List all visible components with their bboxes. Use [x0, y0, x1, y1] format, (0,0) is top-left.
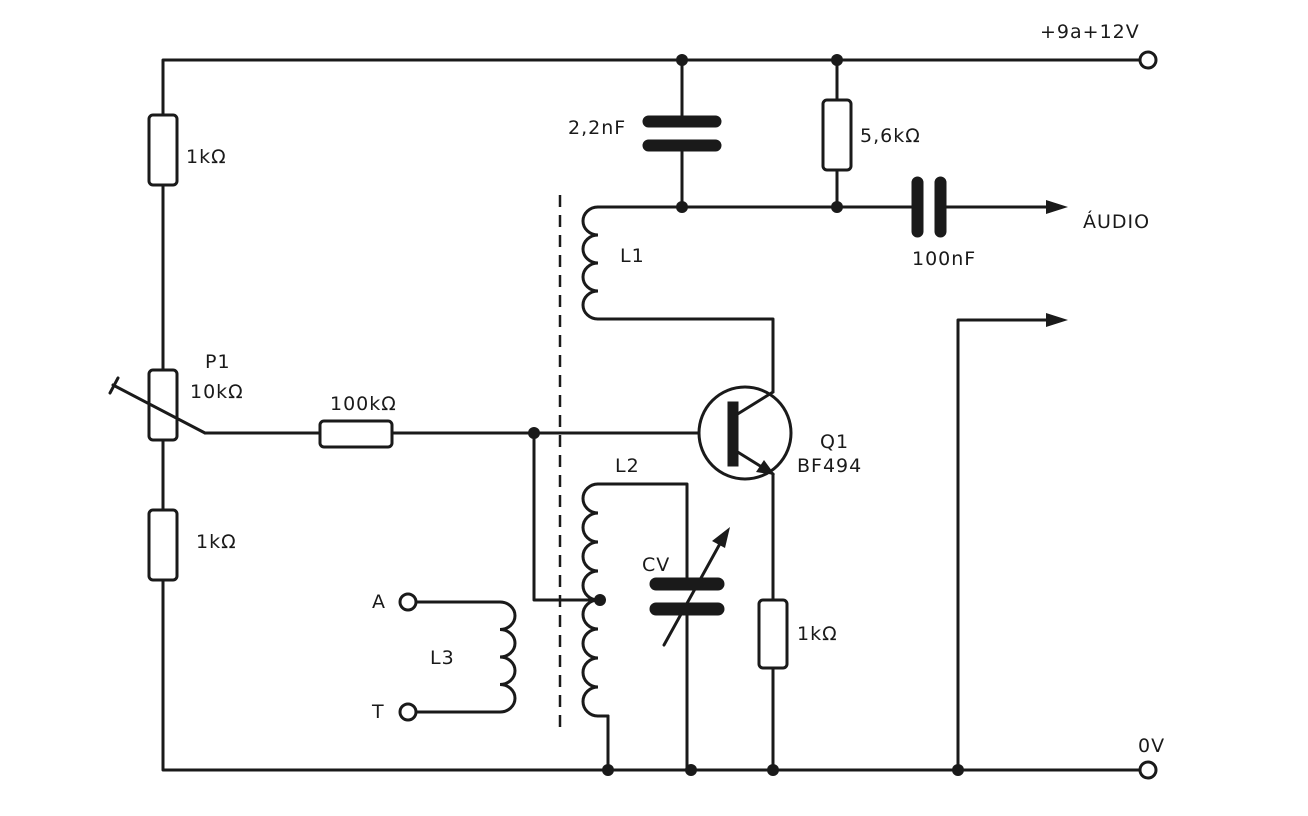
ground-rail — [161, 578, 1158, 780]
r-base-label: 100kΩ — [330, 393, 397, 415]
resistor-r-top — [147, 113, 179, 187]
ground-label: 0V — [1138, 735, 1165, 757]
supply-terminal — [1138, 50, 1158, 70]
resistor-r-base — [318, 419, 394, 449]
cv-label: CV — [642, 554, 670, 576]
l2-label: L2 — [615, 455, 640, 477]
resistor-r-emitter — [757, 472, 789, 776]
terminal-a — [398, 592, 418, 612]
left-divider — [108, 113, 207, 582]
resistor-r-bottom — [147, 508, 179, 582]
r-bottom-label: 1kΩ — [196, 531, 237, 553]
terminal-t-label: T — [371, 701, 385, 723]
coil-l3 — [398, 592, 517, 722]
coil-l1 — [581, 205, 775, 394]
resistor-r-load — [821, 54, 853, 213]
terminal-a-label: A — [372, 591, 386, 613]
ground-arrow-icon — [1046, 313, 1068, 327]
terminal-t — [398, 702, 418, 722]
p1-value-label: 10kΩ — [190, 381, 244, 403]
ground-output — [952, 313, 1068, 776]
supply-rail — [161, 50, 1158, 180]
ground-terminal — [1138, 760, 1158, 780]
p1-wiper — [111, 383, 207, 435]
l2-tap-node — [594, 594, 606, 606]
q1-part-label: BF494 — [797, 455, 862, 477]
r-emitter-label: 1kΩ — [797, 623, 838, 645]
capacitor-cv — [649, 527, 730, 776]
audio-label: ÁUDIO — [1083, 210, 1150, 233]
l3-label: L3 — [430, 647, 455, 669]
audio-arrow-icon — [1046, 200, 1068, 214]
capacitor-c-out — [680, 176, 1068, 238]
c-decouple-label: 2,2nF — [568, 117, 626, 139]
coil-l2 — [581, 482, 689, 776]
r-load-label: 5,6kΩ — [860, 125, 921, 147]
r-top-label: 1kΩ — [186, 146, 227, 168]
supply-label: +9a+12V — [1040, 21, 1140, 43]
q1-name-label: Q1 — [820, 431, 849, 453]
c-out-label: 100nF — [912, 248, 976, 270]
base-bias — [203, 419, 730, 602]
p1-name-label: P1 — [205, 351, 231, 373]
transistor-q1 — [697, 385, 793, 481]
l1-label: L1 — [620, 245, 645, 267]
capacitor-c-decouple — [642, 54, 722, 213]
